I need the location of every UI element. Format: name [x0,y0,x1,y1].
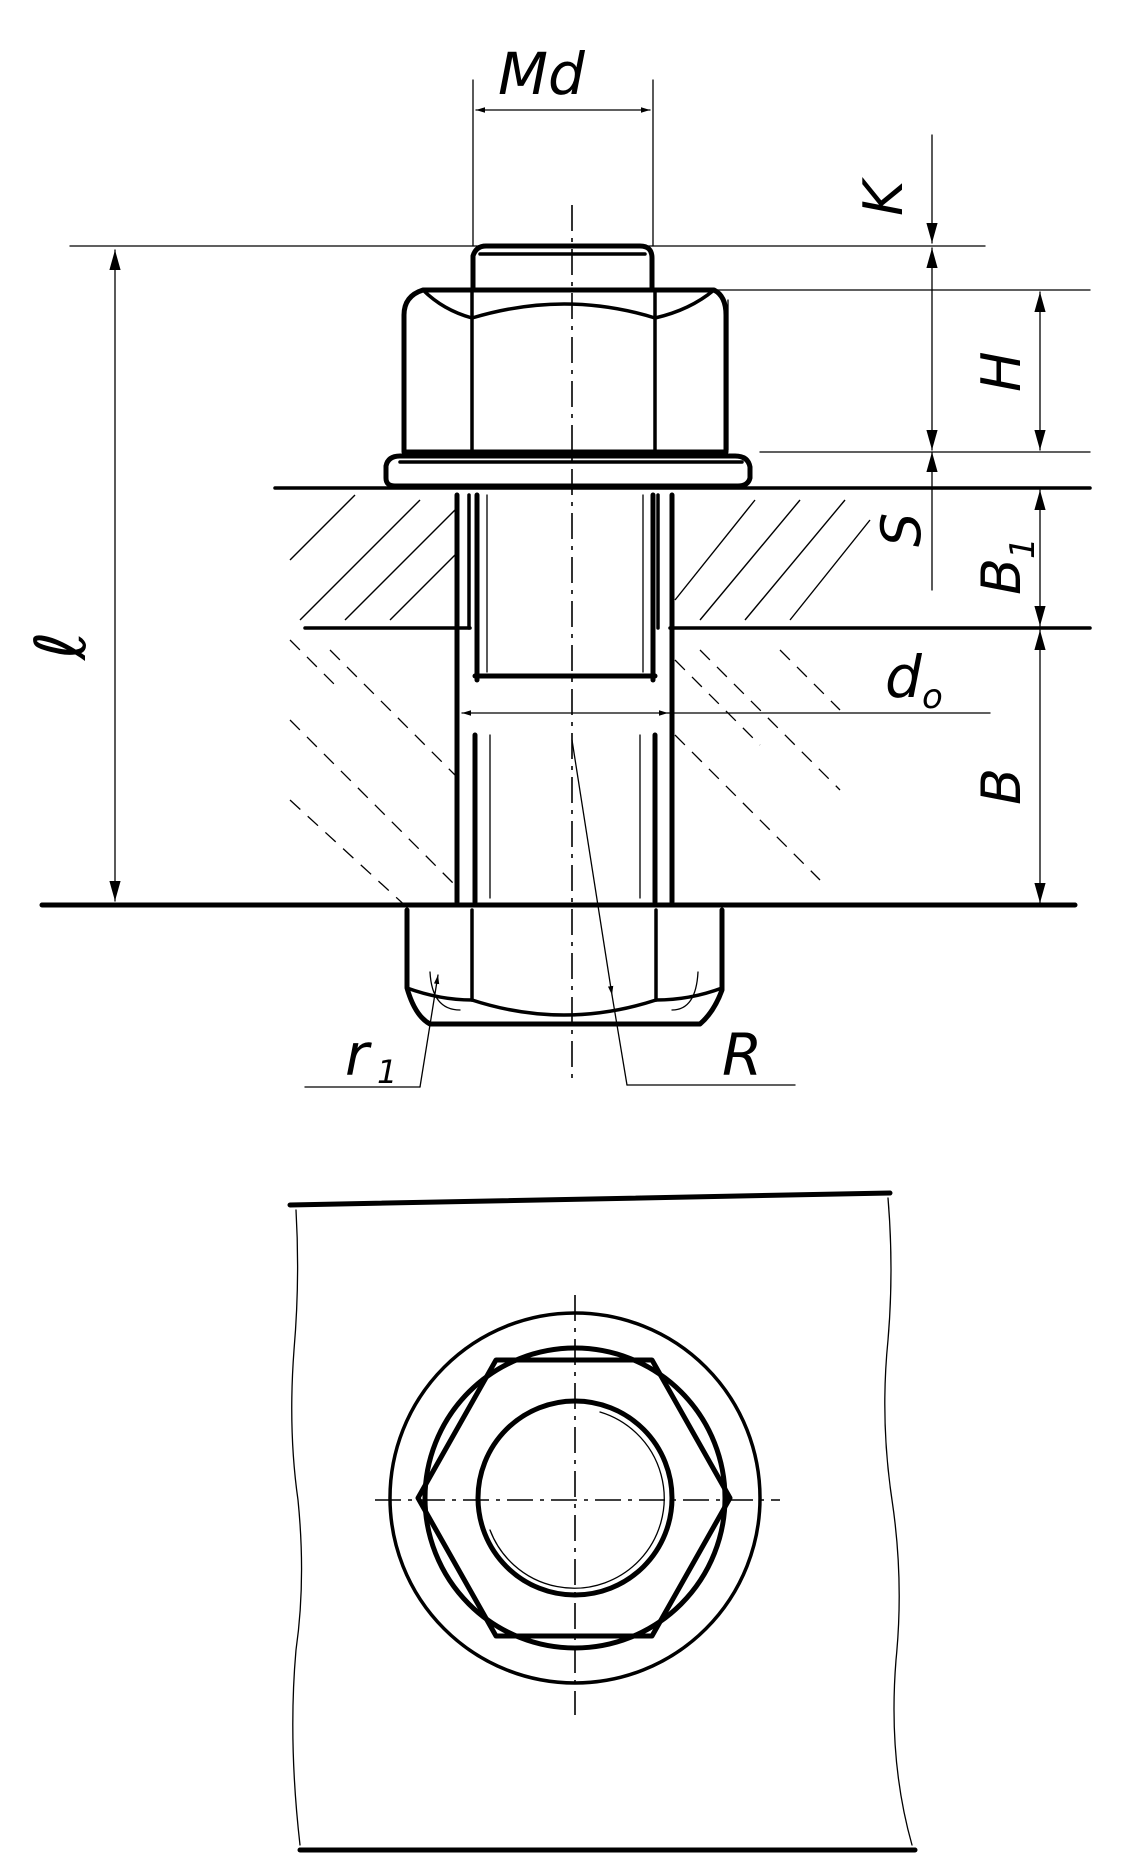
label-b: B [970,768,1033,805]
label-s: S [870,513,933,547]
lower-plate-right-hatch [674,649,841,881]
lower-plate-left-hatch [289,639,456,911]
plan-hex-nut [415,1357,733,1639]
washer [383,453,753,489]
upper-plate-right-hatch [674,499,871,621]
label-l: ℓ [20,631,102,661]
upper-plate-left-hatch [289,494,456,621]
plan-view [287,1190,918,1853]
nut [401,287,729,455]
plan-bolt-circle [475,1398,675,1598]
section-view: Md K H S B 1 B ℓ d o r 1 R [20,40,1092,1091]
label-k: K [852,177,915,216]
label-h: H [970,351,1033,392]
plan-left-break [291,1209,303,1846]
label-r: R [722,1021,762,1089]
bolt-head [404,907,725,1027]
label-r1: r [345,1021,372,1089]
plan-chamfer-circle [422,1345,728,1651]
label-d0-sub: o [922,677,943,717]
plan-thread-arc [489,1411,665,1589]
label-b1: B [970,558,1033,595]
plan-right-break [884,1197,913,1846]
leader-r [571,739,614,996]
plan-top-edge [287,1190,893,1208]
label-md: Md [498,40,586,108]
plan-washer [388,1311,762,1685]
label-d0: d [885,643,923,711]
label-r1-sub: 1 [377,1053,397,1091]
label-b1-sub: 1 [1003,537,1043,559]
